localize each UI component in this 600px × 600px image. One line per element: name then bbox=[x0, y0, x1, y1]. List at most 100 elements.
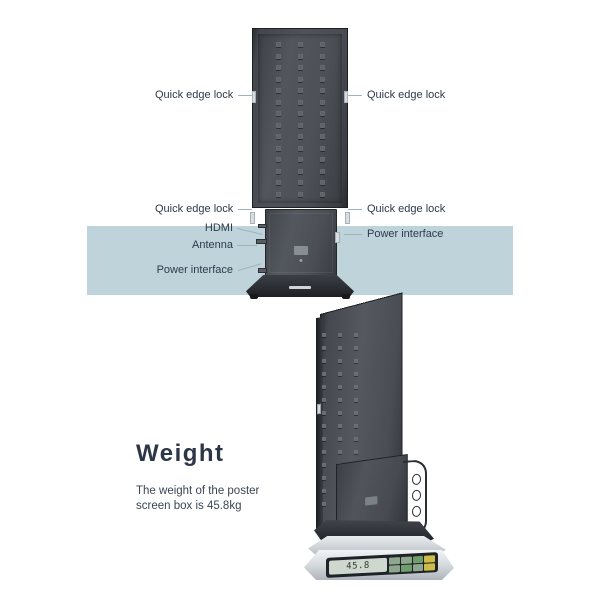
fastener-icon bbox=[297, 145, 303, 151]
bracket-hole-icon bbox=[412, 505, 421, 518]
fastener-icon bbox=[322, 449, 326, 454]
scale-key bbox=[412, 563, 424, 571]
fastener-icon bbox=[338, 332, 342, 337]
callout-label-quick-edge-lock-bottom-right: Quick edge lock bbox=[367, 203, 446, 215]
antenna-port-icon bbox=[256, 239, 267, 244]
fastener-icon bbox=[322, 384, 326, 389]
callout-label-power-interface-right: Power interface bbox=[367, 228, 444, 240]
control-box bbox=[265, 209, 337, 277]
fastener-icon bbox=[338, 423, 342, 428]
fastener-icon bbox=[275, 134, 281, 140]
fastener-grid bbox=[267, 39, 333, 199]
fastener-icon bbox=[354, 449, 358, 454]
indicator-dot-icon bbox=[299, 259, 303, 262]
fastener-icon bbox=[275, 53, 281, 59]
fastener-icon bbox=[297, 157, 303, 163]
poster-back-panel bbox=[252, 28, 348, 208]
scale-lcd-display: 45.8 bbox=[329, 557, 387, 575]
fastener-icon bbox=[338, 410, 342, 415]
hdmi-port-icon bbox=[258, 224, 267, 228]
fastener-icon bbox=[297, 76, 303, 82]
fastener-icon bbox=[275, 99, 281, 105]
leader-line bbox=[344, 234, 362, 235]
callout-label-quick-edge-lock-bottom-left: Quick edge lock bbox=[155, 203, 234, 215]
fastener-icon bbox=[322, 423, 326, 428]
quick-edge-lock-tab-icon bbox=[345, 212, 350, 224]
fastener-icon bbox=[297, 134, 303, 140]
fastener-icon bbox=[322, 332, 326, 337]
fastener-icon bbox=[322, 462, 326, 467]
scale-key bbox=[424, 562, 435, 571]
scale-key bbox=[389, 556, 400, 565]
bracket-hole-icon bbox=[412, 489, 421, 502]
fastener-icon bbox=[322, 371, 326, 376]
scale-key bbox=[412, 555, 424, 563]
fastener-icon bbox=[319, 122, 325, 128]
quick-edge-lock-tab-icon bbox=[317, 403, 321, 415]
fastener-icon bbox=[275, 145, 281, 151]
power-port-left-icon bbox=[258, 268, 267, 273]
callout-label-quick-edge-lock-top-left: Quick edge lock bbox=[155, 89, 234, 101]
fastener-icon bbox=[354, 384, 358, 389]
fastener-icon bbox=[297, 168, 303, 174]
fastener-icon bbox=[338, 345, 342, 350]
fastener-icon bbox=[354, 371, 358, 376]
fastener-icon bbox=[319, 134, 325, 140]
poster-panel-inner bbox=[258, 34, 342, 203]
fastener-icon bbox=[297, 122, 303, 128]
fastener-icon bbox=[322, 345, 326, 350]
fastener-icon bbox=[354, 436, 358, 441]
fastener-icon bbox=[319, 88, 325, 94]
fastener-icon bbox=[275, 122, 281, 128]
fastener-icon bbox=[322, 397, 326, 402]
bracket-hole-icon bbox=[412, 473, 421, 486]
fastener-icon bbox=[338, 449, 342, 454]
fastener-icon bbox=[319, 157, 325, 163]
callout-label-antenna: Antenna bbox=[192, 239, 233, 251]
fastener-icon bbox=[319, 111, 325, 117]
fastener-icon bbox=[319, 65, 325, 71]
product-photo-on-scale: 45.8 bbox=[300, 292, 465, 587]
fastener-icon bbox=[338, 436, 342, 441]
fastener-icon bbox=[297, 53, 303, 59]
weight-description: The weight of the poster screen box is 4… bbox=[136, 485, 260, 512]
brand-logo bbox=[365, 496, 378, 506]
fastener-icon bbox=[275, 42, 281, 48]
fastener-icon bbox=[354, 358, 358, 363]
weight-heading: Weight bbox=[136, 440, 225, 467]
base-strip bbox=[289, 286, 311, 289]
fastener-icon bbox=[322, 488, 326, 493]
poster-screen-illustration bbox=[246, 28, 354, 299]
fastener-icon bbox=[322, 436, 326, 441]
weight-section: Weight The weight of the poster screen b… bbox=[136, 440, 316, 514]
fastener-icon bbox=[319, 168, 325, 174]
power-port-right-icon bbox=[335, 232, 340, 243]
fastener-icon bbox=[297, 191, 303, 197]
leader-line bbox=[238, 209, 252, 210]
fastener-icon bbox=[338, 384, 342, 389]
fastener-icon bbox=[354, 332, 358, 337]
fastener-icon bbox=[319, 99, 325, 105]
fastener-icon bbox=[322, 410, 326, 415]
fastener-icon bbox=[354, 423, 358, 428]
fastener-icon bbox=[275, 88, 281, 94]
leader-line bbox=[348, 95, 362, 96]
fastener-icon bbox=[322, 358, 326, 363]
callout-label-power-interface-left: Power interface bbox=[156, 264, 233, 276]
fastener-icon bbox=[319, 53, 325, 59]
scale-key bbox=[424, 554, 435, 563]
fastener-icon bbox=[275, 191, 281, 197]
fastener-icon bbox=[297, 99, 303, 105]
scale-key bbox=[389, 564, 400, 573]
fastener-icon bbox=[297, 65, 303, 71]
base-foot bbox=[342, 294, 350, 299]
fastener-icon bbox=[319, 76, 325, 82]
fastener-icon bbox=[338, 371, 342, 376]
callout-label-hdmi: HDMI bbox=[204, 222, 233, 234]
fastener-icon bbox=[319, 191, 325, 197]
leader-line bbox=[237, 245, 257, 246]
control-box-angled bbox=[336, 453, 408, 530]
fastener-icon bbox=[275, 76, 281, 82]
brand-logo bbox=[294, 246, 308, 255]
